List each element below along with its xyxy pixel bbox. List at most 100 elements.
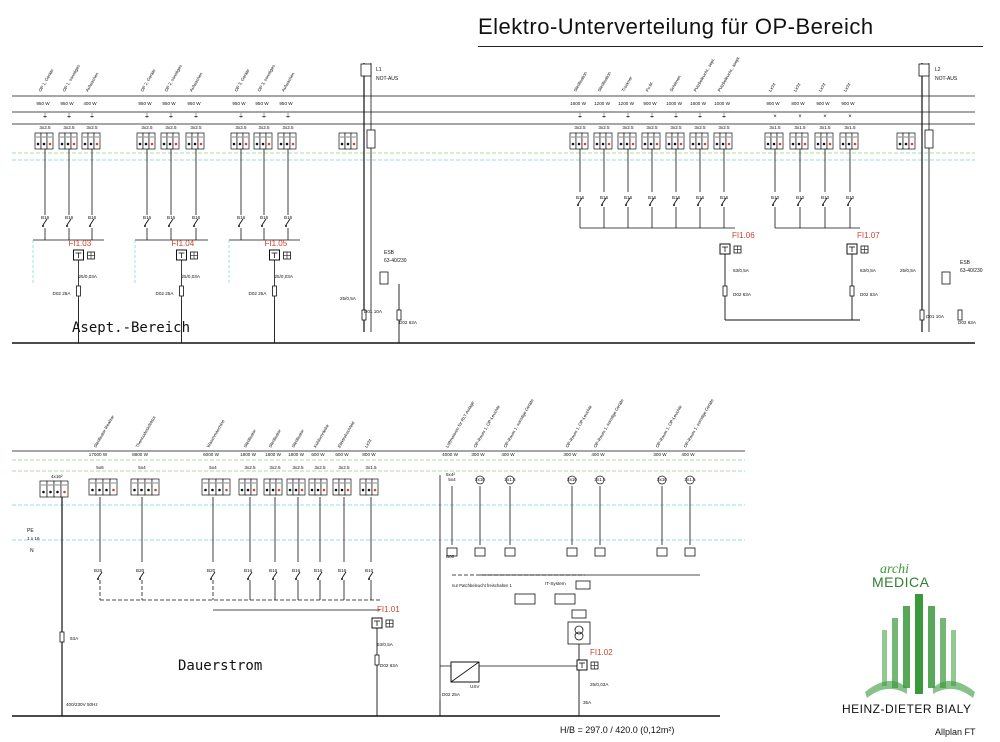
contact-dot-icon bbox=[341, 578, 343, 580]
terminal-screw-icon bbox=[601, 142, 605, 146]
circuit-label: OP 1, sonstiges bbox=[62, 64, 81, 93]
breaker-label: B16 bbox=[88, 215, 97, 220]
fuse-label: D02 25A bbox=[442, 692, 461, 697]
terminal-block-icon bbox=[222, 478, 231, 496]
terminal-block-icon bbox=[298, 478, 306, 496]
circuit-power: 400 W bbox=[83, 101, 97, 106]
terminal-screw-icon bbox=[72, 142, 76, 146]
terminal-block-icon bbox=[292, 478, 300, 496]
esb-rating: 63-40/230 bbox=[960, 268, 983, 274]
notaus-id: L1 bbox=[376, 67, 382, 73]
terminal-screw-icon bbox=[841, 142, 845, 146]
terminal-screw-icon bbox=[265, 488, 269, 492]
terminal-block-icon bbox=[617, 132, 625, 150]
circuit-power: 1800 W bbox=[288, 452, 304, 457]
circuit-label: Sterilisation bbox=[573, 70, 589, 92]
terminal-block-icon bbox=[102, 478, 111, 496]
circuit-label: Aufwachen bbox=[189, 71, 204, 92]
breaker-label: B10 bbox=[365, 568, 374, 573]
logo-archi-text: archi bbox=[880, 562, 910, 577]
breaker-switch-icon bbox=[168, 218, 174, 226]
contact-dot-icon bbox=[772, 204, 774, 206]
breaker-label: B16 bbox=[237, 215, 246, 220]
esb-label: ESB bbox=[960, 260, 971, 266]
circuit-label: Sterilisator bbox=[243, 428, 258, 449]
terminal-block-icon bbox=[839, 132, 847, 150]
terminal-screw-icon bbox=[150, 142, 154, 146]
terminal-block-icon bbox=[269, 478, 277, 496]
circuit-label: OP 3, sonstiges bbox=[257, 64, 276, 93]
n-label: N bbox=[30, 548, 34, 554]
breaker-switch-icon bbox=[368, 571, 374, 579]
terminal-block-icon bbox=[665, 132, 673, 150]
breaker-label: B16 bbox=[143, 215, 152, 220]
fi-label: FI1.07 bbox=[857, 231, 880, 240]
earth-icon: ⏚ bbox=[285, 113, 291, 120]
cable-size: 3x2.5 bbox=[235, 125, 247, 130]
terminal-block-icon bbox=[764, 132, 772, 150]
terminal-block-icon bbox=[566, 547, 578, 557]
breaker-label: B16 bbox=[167, 215, 176, 220]
notaus-button-icon bbox=[918, 63, 930, 77]
terminal-screw-icon bbox=[367, 488, 371, 492]
terminal-block-icon bbox=[64, 132, 72, 150]
cable-size: 3x2.5 bbox=[694, 125, 706, 130]
terminal-screw-icon bbox=[238, 142, 242, 146]
contact-dot-icon bbox=[847, 204, 849, 206]
note-label: nur Patchbeleucht freischalten 1 bbox=[452, 583, 512, 588]
fuse-icon bbox=[76, 285, 81, 297]
contact-dot-icon bbox=[247, 578, 249, 580]
circuit-power: 950 W bbox=[232, 101, 246, 106]
circuit-label: Licht bbox=[768, 81, 777, 92]
relay-coil-icon bbox=[379, 271, 389, 285]
terminal-block-icon bbox=[795, 132, 803, 150]
terminal-screw-icon bbox=[571, 142, 575, 146]
terminal-block-icon bbox=[365, 478, 373, 496]
terminal-block-icon bbox=[87, 132, 95, 150]
terminal-block-icon bbox=[344, 478, 352, 496]
contact-dot-icon bbox=[272, 578, 274, 580]
breaker-switch-icon bbox=[697, 197, 703, 205]
esb-rating: 63-40/230 bbox=[384, 258, 407, 264]
pe-label: PE bbox=[27, 528, 34, 534]
cable-size: 3x2.5 bbox=[598, 125, 610, 130]
terminal-screw-icon bbox=[246, 488, 250, 492]
terminal-block-icon bbox=[39, 480, 48, 498]
terminal-block-icon bbox=[144, 478, 153, 496]
fuse-icon bbox=[374, 654, 380, 666]
cable-size: 3x1.5 bbox=[794, 125, 806, 130]
terminal-block-icon bbox=[656, 547, 668, 557]
circuit-label: OP-Raum 1, sonstige Geräte bbox=[683, 397, 715, 448]
footer-scale: H/B = 297.0 / 420.0 (0,12m²) bbox=[560, 725, 675, 735]
cable-size: 3x2.5 bbox=[165, 125, 177, 130]
socket-icon bbox=[657, 475, 667, 485]
cable-size: 3x1.5 bbox=[684, 477, 696, 482]
breaker-switch-icon bbox=[601, 197, 607, 205]
circuit-power: 400 W bbox=[681, 452, 695, 457]
contact-dot-icon bbox=[238, 225, 240, 227]
terminal-screw-icon bbox=[83, 142, 87, 146]
archimedica-logo-icon bbox=[865, 594, 975, 698]
zone-label-asept: Asept.-Bereich bbox=[72, 320, 191, 336]
it-system-label: IT-System bbox=[545, 581, 566, 586]
breaker-switch-icon bbox=[42, 218, 48, 226]
cable-size: 3x2.5 bbox=[314, 465, 326, 470]
terminal-screw-icon bbox=[791, 142, 795, 146]
breaker-label: B16 bbox=[600, 195, 609, 200]
rcd-rating: 25/0,5A bbox=[340, 296, 357, 301]
terminal-block-icon bbox=[593, 132, 601, 150]
fuse-icon bbox=[59, 631, 65, 643]
terminal-screw-icon bbox=[619, 142, 623, 146]
terminal-screw-icon bbox=[346, 488, 350, 492]
contact-dot-icon bbox=[295, 578, 297, 580]
terminal-screw-icon bbox=[252, 488, 256, 492]
terminal-screw-icon bbox=[42, 490, 45, 494]
terminal-block-icon bbox=[851, 132, 859, 150]
breaker-label: B20 bbox=[207, 568, 216, 573]
cable-size: 5x4² bbox=[446, 472, 455, 477]
contact-dot-icon bbox=[822, 204, 824, 206]
terminal-screw-icon bbox=[56, 490, 59, 494]
terminal-block-icon bbox=[770, 132, 778, 150]
breaker-switch-icon bbox=[721, 197, 727, 205]
contact-dot-icon bbox=[601, 204, 603, 206]
